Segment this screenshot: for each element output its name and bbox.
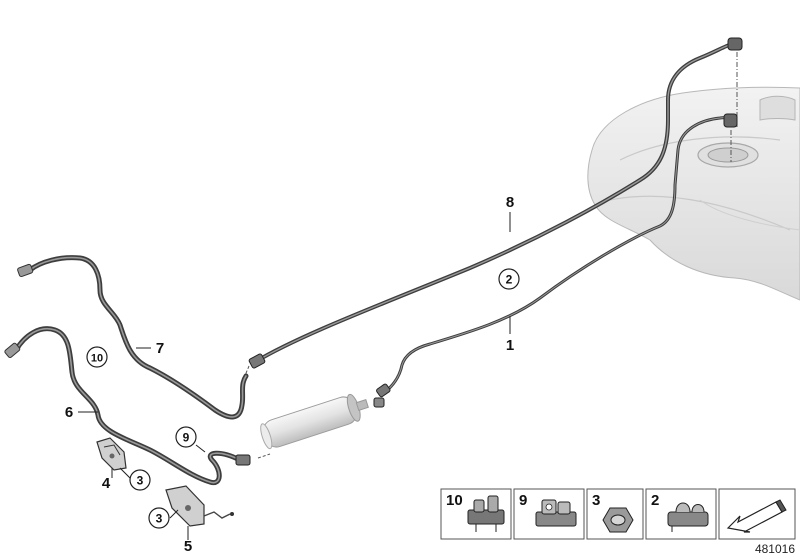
svg-text:3: 3 bbox=[137, 474, 144, 488]
line-end-fitting bbox=[4, 342, 21, 359]
quick-connector bbox=[235, 454, 251, 466]
fuel-filter bbox=[260, 393, 369, 450]
circled-callout-10: 10 bbox=[86, 346, 108, 368]
quick-connector bbox=[376, 383, 391, 398]
circled-callout-3a: 3 bbox=[129, 469, 151, 491]
quick-connector bbox=[723, 113, 738, 128]
svg-text:2: 2 bbox=[506, 273, 513, 287]
quick-connector bbox=[373, 397, 385, 408]
quick-connector bbox=[727, 37, 743, 51]
callout-5: 5 bbox=[184, 538, 192, 555]
callout-6: 6 bbox=[65, 404, 73, 421]
callout-7: 7 bbox=[156, 340, 164, 357]
quick-connector bbox=[248, 353, 266, 369]
arrow-symbol-icon bbox=[726, 499, 787, 533]
bracket-5 bbox=[165, 485, 234, 527]
legend-cell-3: 3 bbox=[586, 488, 644, 540]
leader-lines bbox=[78, 212, 511, 540]
legend-cell-10: 10 bbox=[440, 488, 512, 540]
parts-legend: 10 9 3 bbox=[440, 488, 796, 540]
double-line-clip-icon bbox=[467, 495, 505, 532]
bracket-4 bbox=[96, 437, 127, 471]
fuel-line-1 bbox=[373, 113, 738, 408]
legend-cell-2: 2 bbox=[645, 488, 717, 540]
pipe-clip-icon bbox=[667, 502, 709, 532]
svg-text:2: 2 bbox=[651, 492, 659, 509]
circled-callout-3b: 3 bbox=[148, 507, 170, 529]
svg-text:9: 9 bbox=[183, 431, 190, 445]
fuel-line-7 bbox=[17, 255, 249, 420]
fuel-line-6 bbox=[4, 326, 251, 486]
diagram-number: 481016 bbox=[755, 542, 795, 556]
line-end-fitting bbox=[17, 263, 34, 278]
svg-text:10: 10 bbox=[91, 353, 103, 365]
fuel-line-8 bbox=[248, 37, 743, 369]
circled-callout-9: 9 bbox=[175, 426, 197, 448]
legend-cell-9: 9 bbox=[513, 488, 585, 540]
svg-text:3: 3 bbox=[156, 512, 163, 526]
svg-text:9: 9 bbox=[519, 492, 527, 509]
callout-1: 1 bbox=[506, 337, 514, 354]
fuel-tank bbox=[587, 86, 800, 301]
circled-callout-2: 2 bbox=[498, 268, 520, 290]
svg-text:10: 10 bbox=[446, 492, 463, 509]
legend-cell-arrow bbox=[718, 488, 796, 540]
callout-8: 8 bbox=[506, 194, 514, 211]
line-holder-clip-icon bbox=[535, 499, 577, 527]
callout-4: 4 bbox=[102, 475, 111, 492]
hex-nut-icon bbox=[602, 507, 634, 533]
svg-text:3: 3 bbox=[592, 492, 600, 509]
